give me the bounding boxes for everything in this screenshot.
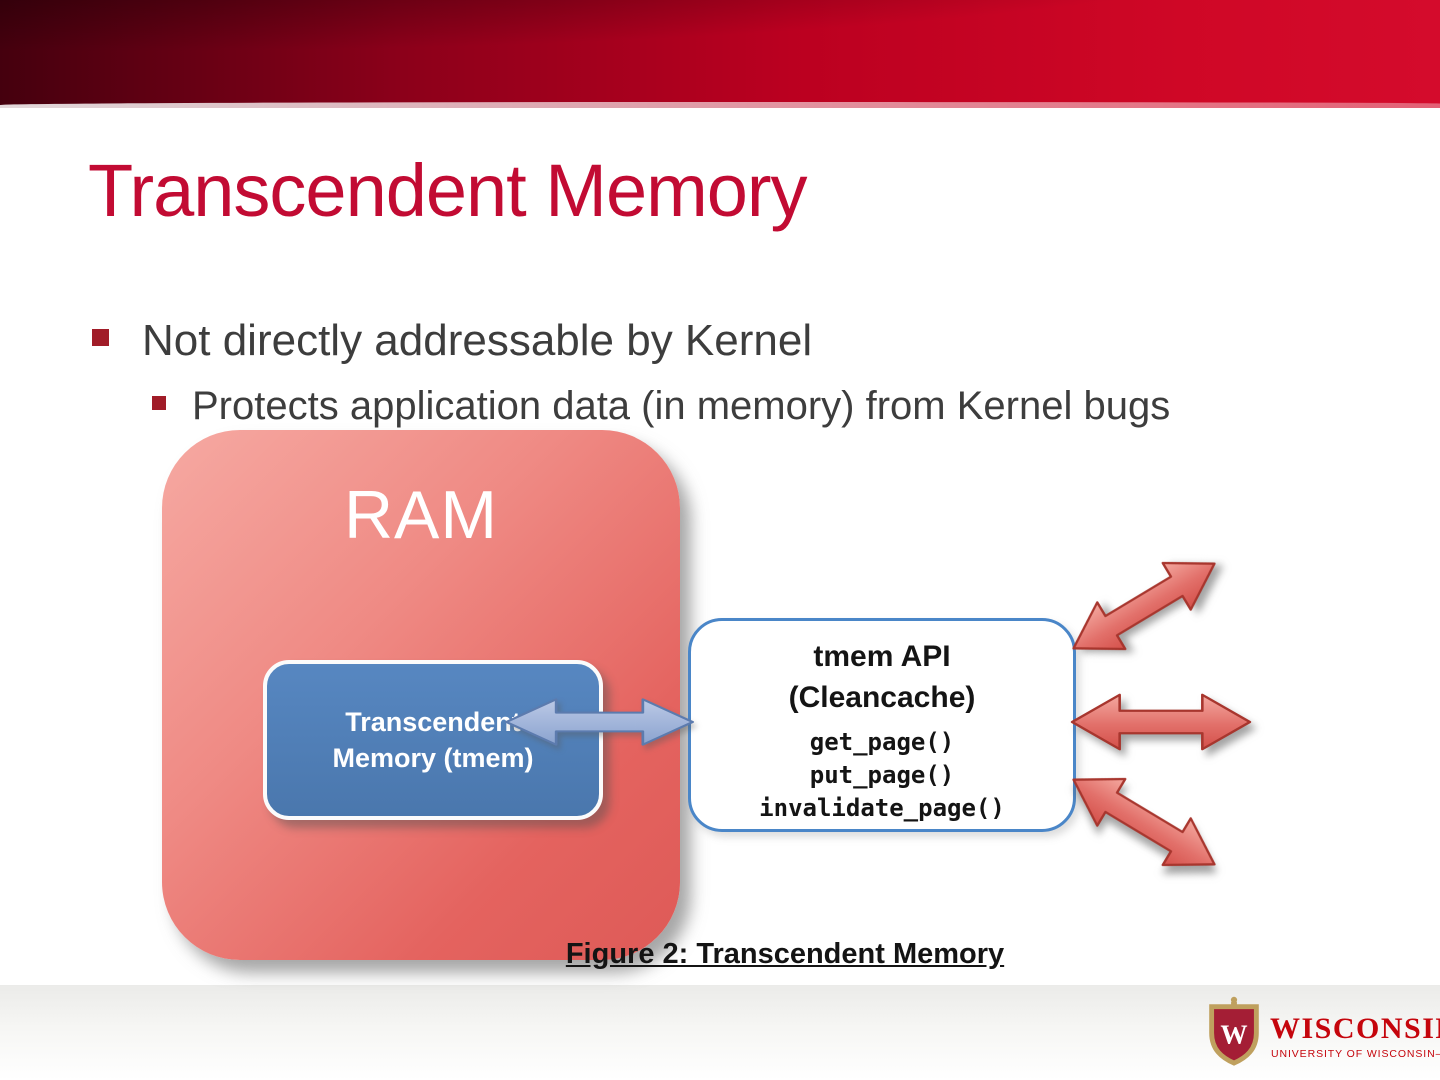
blue-double-arrow-icon	[504, 697, 695, 747]
red-double-arrow-middle-icon	[1070, 693, 1252, 751]
api-title-line2: (Cleancache)	[788, 680, 976, 714]
bullet-marker	[152, 396, 166, 410]
ram-label: RAM	[343, 477, 499, 553]
bullet-text: Protects application data (in memory) fr…	[192, 384, 1171, 428]
red-double-arrow-top-icon	[1058, 539, 1230, 673]
bullet-text: Not directly addressable by Kernel	[142, 316, 813, 365]
tmem-label-line1: Transcendent	[345, 706, 521, 737]
wisconsin-wordmark: WISCONSIN	[1270, 1012, 1440, 1045]
api-function-get-page: get_page()	[809, 728, 955, 756]
slide-title: Transcendent Memory	[88, 149, 808, 232]
bullet-item-1: Not directly addressable by Kernel	[92, 316, 812, 366]
wisconsin-subtitle: UNIVERSITY OF WISCONSIN–MADISON	[1271, 1048, 1440, 1060]
api-title-line1: tmem API	[813, 640, 951, 673]
tmem-api-box: tmem API (Cleancache) get_page() put_pag…	[688, 618, 1076, 832]
bullet-marker	[92, 329, 109, 346]
tmem-label-line2: Memory (tmem)	[332, 743, 534, 773]
red-double-arrow-bottom-icon	[1058, 755, 1230, 889]
figure-caption: Figure 2: Transcendent Memory	[565, 938, 1005, 970]
api-function-invalidate-page: invalidate_page()	[759, 794, 1005, 823]
crest-letter: W	[1220, 1020, 1247, 1050]
footer-band	[0, 985, 1440, 1080]
wisconsin-crest-icon: W	[1209, 996, 1259, 1066]
bullet-item-2: Protects application data (in memory) fr…	[152, 384, 1170, 429]
top-banner	[0, 0, 1440, 108]
wisconsin-logo: W WISCONSIN UNIVERSITY OF WISCONSIN–MADI…	[1206, 994, 1440, 1074]
api-function-put-page: put_page()	[809, 761, 955, 790]
